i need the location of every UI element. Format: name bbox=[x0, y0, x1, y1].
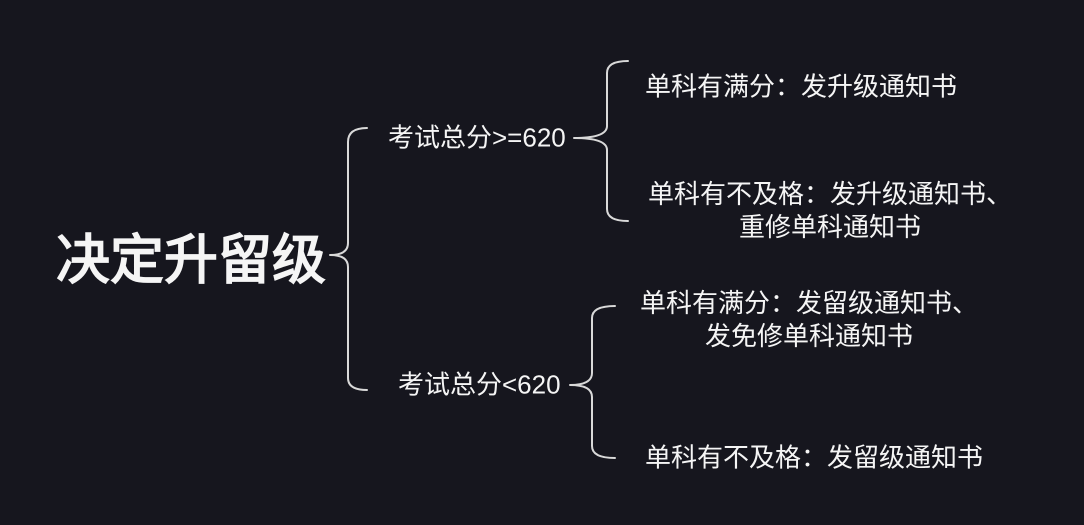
brace-root bbox=[329, 127, 368, 391]
brace-branch-2 bbox=[569, 305, 616, 459]
leaf-topic-high-fail[interactable]: 单科有不及格：发升级通知书、 重修单科通知书 bbox=[648, 179, 1013, 242]
leaf-topic-low-fullmark[interactable]: 单科有满分：发留级通知书、 发免修单科通知书 bbox=[640, 288, 979, 351]
leaf-topic-low-fail[interactable]: 单科有不及格：发留级通知书 bbox=[645, 442, 984, 473]
leaf-topic-high-fullmark[interactable]: 单科有满分：发升级通知书 bbox=[645, 71, 958, 102]
brace-branch-1 bbox=[573, 60, 629, 222]
branch-topic-score-high[interactable]: 考试总分>=620 bbox=[388, 122, 566, 153]
root-topic[interactable]: 决定升留级 bbox=[56, 230, 326, 291]
branch-topic-score-low[interactable]: 考试总分<620 bbox=[398, 369, 561, 400]
